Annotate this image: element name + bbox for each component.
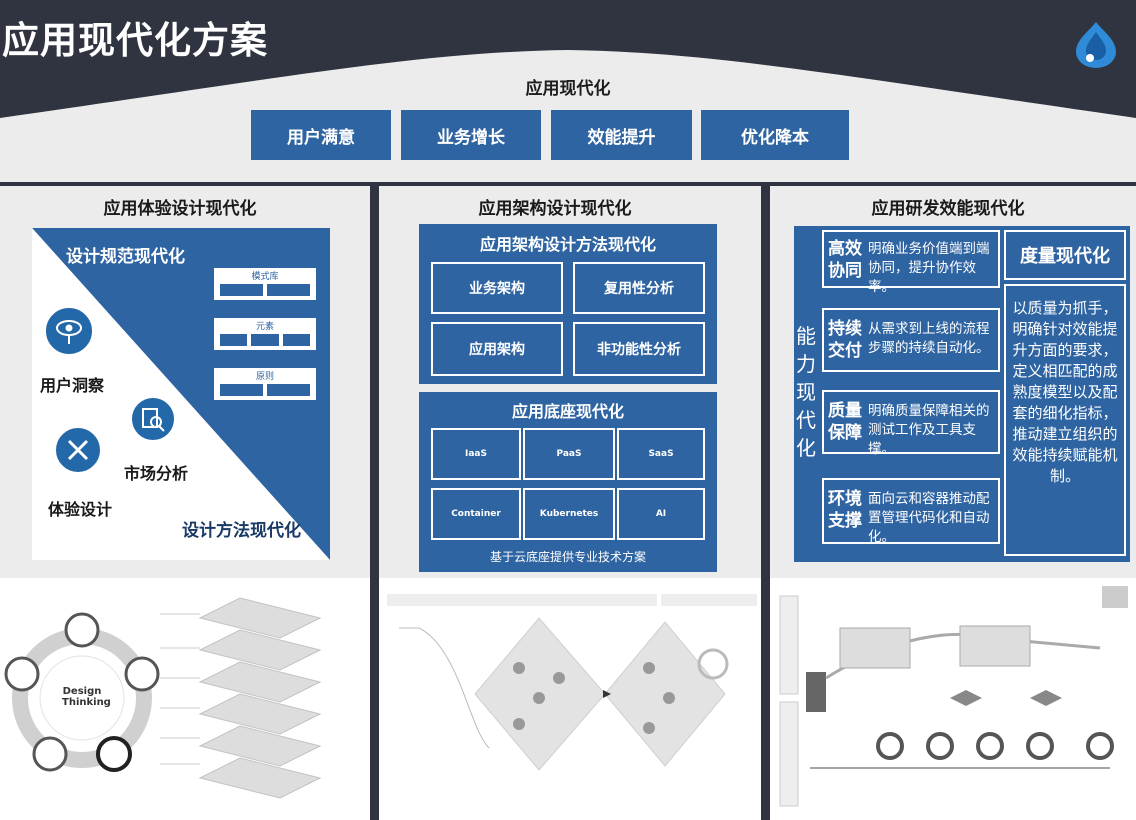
- quality-row: 质量保障 明确质量保障相关的测试工作及工具支撑。: [822, 390, 1000, 457]
- tools-icon: [54, 426, 102, 474]
- kubernetes-box: Kubernetes: [523, 488, 615, 540]
- metric-desc: 以质量为抓手，明确针对效能提升方面的要求，定义相匹配的成熟度模型以及配套的细化指…: [1012, 299, 1118, 485]
- collab-row: 高效协同 明确业务价值端到端协同，提升协作效率。: [822, 230, 1000, 295]
- paas-box: PaaS: [523, 428, 615, 480]
- devops-flow-image: [770, 578, 1136, 820]
- goal-user-satisfaction: 用户满意: [251, 110, 391, 160]
- analysis-icon: [130, 396, 176, 442]
- collab-title: 高效协同: [828, 239, 862, 281]
- environment-row: 环境支撑 面向云和容器推动配置管理代码化和自动化。: [822, 478, 1000, 545]
- environment-title: 环境支撑: [828, 489, 862, 531]
- pattern-library: 模式库: [212, 266, 318, 302]
- left-panel: 应用体验设计现代化 设计规范现代化 设计方法现代化 模式库 元素 原则 用户洞察…: [0, 186, 370, 578]
- delivery-row: 持续交付 从需求到上线的流程步骤的持续自动化。: [822, 308, 1000, 372]
- right-header: 应用研发效能现代化: [871, 199, 1025, 219]
- middle-header: 应用架构设计现代化: [478, 199, 632, 219]
- application-architecture: 应用架构: [431, 322, 563, 376]
- metric-desc-box: 以质量为抓手，明确针对效能提升方面的要求，定义相匹配的成熟度模型以及配套的细化指…: [1004, 284, 1126, 556]
- devops-flow-diagram: [779, 586, 1128, 807]
- eye-icon: [44, 306, 94, 356]
- elements-library: 元素: [212, 316, 318, 352]
- user-insight-label: 用户洞察: [40, 376, 105, 395]
- collab-desc: 明确业务价值端到端协同，提升协作效率。: [868, 241, 990, 295]
- metric-title-box: 度量现代化: [1004, 230, 1126, 280]
- non-functional-analysis: 非功能性分析: [573, 322, 705, 376]
- app-base-title: 应用底座现代化: [511, 402, 624, 421]
- goal-efficiency: 效能提升: [551, 110, 692, 160]
- design-triangle: [32, 228, 330, 560]
- goal-cost-optimization: 优化降本: [701, 110, 849, 160]
- pattern-library-label: 模式库: [251, 272, 279, 282]
- method-title: 设计方法现代化: [182, 521, 301, 541]
- logo-icon: [1076, 22, 1116, 68]
- middle-panel: 应用架构设计现代化 应用架构设计方法现代化 业务架构 复用性分析 应用架构 非功…: [379, 186, 761, 578]
- efficiency-box: 能力现代化 高效协同 明确业务价值端到端协同，提升协作效率。 持续交付 从需求到…: [794, 226, 1130, 562]
- reusability-analysis: 复用性分析: [573, 262, 705, 314]
- quality-title: 质量保障: [828, 401, 862, 443]
- page-title: 应用现代化方案: [2, 19, 268, 62]
- goal-business-growth: 业务增长: [401, 110, 541, 160]
- iaas-box: IaaS: [431, 428, 521, 480]
- environment-desc: 面向云和容器推动配置管理代码化和自动化。: [868, 491, 990, 545]
- metric-title: 度量现代化: [1020, 246, 1110, 267]
- base-footer: 基于云底座提供专业技术方案: [489, 550, 646, 564]
- arch-method-box: 应用架构设计方法现代化 业务架构 复用性分析 应用架构 非功能性分析: [419, 224, 717, 384]
- capability-label: 能力现代化: [796, 324, 816, 460]
- design-thinking-diagram: [4, 597, 322, 799]
- left-header: 应用体验设计现代化: [103, 199, 257, 219]
- double-diamond-diagram: [387, 594, 757, 771]
- app-base-box: 应用底座现代化 IaaS PaaS SaaS Container Kuberne…: [419, 392, 717, 572]
- business-architecture: 业务架构: [431, 262, 563, 314]
- arch-method-title: 应用架构设计方法现代化: [479, 235, 656, 254]
- container-box: Container: [431, 488, 521, 540]
- ai-box: AI: [617, 488, 705, 540]
- delivery-desc: 从需求到上线的流程步骤的持续自动化。: [868, 321, 990, 356]
- double-diamond-image: [379, 578, 761, 820]
- elements-label: 元素: [255, 322, 274, 332]
- spec-title: 设计规范现代化: [66, 247, 185, 267]
- principles-label: 原则: [255, 372, 274, 382]
- modernization-title: 应用现代化: [525, 79, 611, 99]
- principles-library: 原则: [212, 366, 318, 402]
- delivery-title: 持续交付: [828, 319, 862, 361]
- saas-box: SaaS: [617, 428, 705, 480]
- right-panel: 应用研发效能现代化 能力现代化 高效协同 明确业务价值端到端协同，提升协作效率。…: [770, 186, 1136, 578]
- market-analysis-label: 市场分析: [124, 464, 189, 483]
- quality-desc: 明确质量保障相关的测试工作及工具支撑。: [868, 403, 990, 457]
- experience-design-label: 体验设计: [48, 500, 113, 519]
